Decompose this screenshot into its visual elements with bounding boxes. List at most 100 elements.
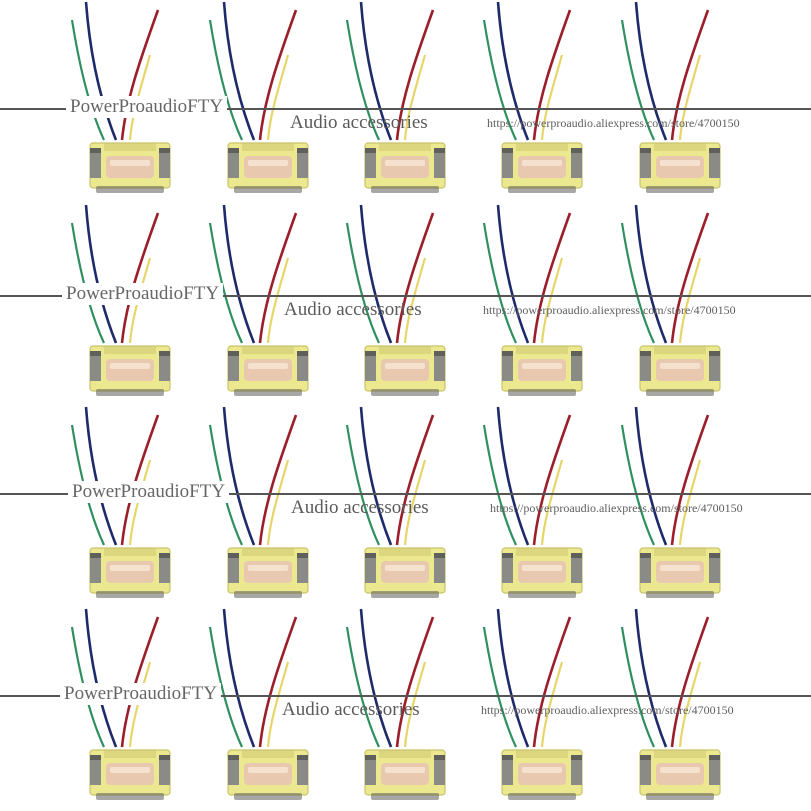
core-left	[228, 755, 239, 785]
transformer-illustration	[208, 406, 309, 598]
watermark-brand: PowerProaudioFTY	[66, 96, 228, 118]
core-edge	[709, 755, 720, 760]
yellow-wire	[266, 459, 290, 546]
winding	[518, 763, 566, 785]
core-left	[365, 351, 376, 381]
bobbin-top-shadow	[104, 750, 156, 758]
transformer-illustration	[208, 204, 309, 396]
transformer-illustration	[620, 608, 721, 800]
core-edge	[434, 755, 445, 760]
core-edge	[709, 148, 720, 153]
core-edge	[365, 755, 376, 760]
yellow-wire	[403, 257, 427, 344]
bobbin-top-shadow	[104, 548, 156, 556]
winding	[106, 561, 154, 583]
red-wire	[258, 616, 298, 748]
red-wire	[670, 9, 710, 141]
yellow-wire	[266, 257, 290, 344]
watermark-line	[0, 108, 811, 110]
base-pins	[96, 591, 164, 598]
transformer-illustration	[208, 608, 309, 800]
winding-highlight	[110, 767, 150, 773]
bobbin-top-shadow	[379, 750, 431, 758]
winding-highlight	[110, 363, 150, 369]
transformer-illustration	[482, 204, 583, 396]
winding-highlight	[660, 565, 700, 571]
core-edge	[571, 148, 582, 153]
core-edge	[228, 553, 239, 558]
bobbin-top-shadow	[104, 346, 156, 354]
core-right	[159, 755, 170, 785]
bobbin-top-shadow	[379, 143, 431, 151]
red-wire	[258, 9, 298, 141]
green-wire	[620, 222, 655, 344]
winding	[518, 156, 566, 178]
base-pins	[508, 389, 576, 396]
core-right	[297, 351, 308, 381]
core-left	[640, 553, 651, 583]
core-edge	[297, 351, 308, 356]
core-edge	[571, 755, 582, 760]
yellow-wire	[403, 459, 427, 546]
transformer-illustration	[70, 204, 171, 396]
core-left	[502, 553, 513, 583]
transformer-unit	[335, 0, 455, 200]
red-wire	[395, 414, 435, 546]
blue-wire	[496, 608, 530, 748]
red-wire	[532, 9, 572, 141]
core-edge	[228, 148, 239, 153]
winding-highlight	[660, 363, 700, 369]
core-edge	[434, 148, 445, 153]
transformer-illustration	[482, 608, 583, 800]
transformer-unit	[60, 203, 180, 403]
winding	[244, 156, 292, 178]
core-edge	[90, 148, 101, 153]
watermark-url: https://powerproaudio.aliexpress.com/sto…	[490, 501, 743, 515]
core-left	[640, 351, 651, 381]
transformer-illustration	[345, 204, 446, 396]
winding	[656, 156, 704, 178]
core-edge	[228, 351, 239, 356]
winding	[244, 561, 292, 583]
yellow-wire	[540, 661, 564, 748]
transformer-unit	[198, 0, 318, 200]
core-edge	[90, 351, 101, 356]
winding	[106, 156, 154, 178]
green-wire	[620, 626, 655, 748]
transformer-illustration	[345, 608, 446, 800]
blue-wire	[634, 608, 668, 748]
core-edge	[434, 553, 445, 558]
bobbin-top-shadow	[516, 143, 568, 151]
base-pins	[234, 389, 302, 396]
transformer-unit	[335, 405, 455, 605]
yellow-wire	[540, 459, 564, 546]
bobbin-top-shadow	[379, 548, 431, 556]
core-edge	[640, 755, 651, 760]
bobbin-top-shadow	[654, 346, 706, 354]
core-edge	[502, 148, 513, 153]
bobbin-top-shadow	[242, 346, 294, 354]
blue-wire	[496, 204, 530, 344]
winding-highlight	[385, 160, 425, 166]
winding	[518, 359, 566, 381]
core-edge	[159, 553, 170, 558]
base-pins	[371, 186, 439, 193]
red-wire	[395, 212, 435, 344]
watermark-url: https://powerproaudio.aliexpress.com/sto…	[481, 703, 734, 717]
core-edge	[502, 351, 513, 356]
watermark-url: https://powerproaudio.aliexpress.com/sto…	[483, 303, 736, 317]
core-right	[434, 148, 445, 178]
red-wire	[670, 212, 710, 344]
core-edge	[640, 553, 651, 558]
core-edge	[159, 148, 170, 153]
winding-highlight	[522, 565, 562, 571]
winding	[518, 561, 566, 583]
winding-highlight	[385, 767, 425, 773]
green-wire	[482, 424, 517, 546]
core-edge	[90, 755, 101, 760]
base-pins	[508, 591, 576, 598]
winding	[381, 763, 429, 785]
watermark-line	[0, 493, 811, 495]
core-right	[434, 755, 445, 785]
watermark-brand: PowerProaudioFTY	[60, 683, 222, 705]
